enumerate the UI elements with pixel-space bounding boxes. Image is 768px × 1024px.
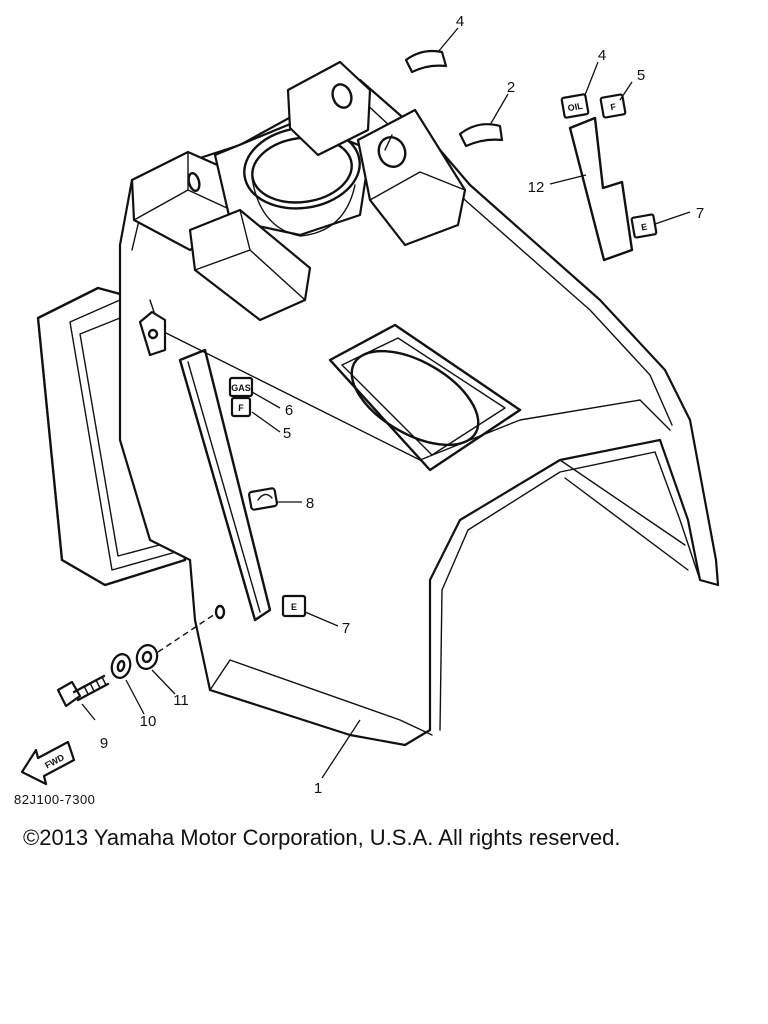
washer-part [110, 653, 132, 679]
assembly-axis-line [157, 613, 216, 653]
callout-4: 4 [598, 47, 606, 64]
grommet-part-2 [458, 123, 504, 148]
callout-2: 2 [507, 79, 515, 96]
gas-decal: GAS [228, 376, 254, 398]
svg-text:E: E [640, 222, 648, 233]
side-channel [178, 348, 272, 622]
tank-opening [328, 323, 522, 472]
fuel-decal-side: F [230, 396, 252, 418]
bolt-part [56, 674, 110, 708]
display-panel [188, 208, 312, 322]
copyright-notice: ©2013 Yamaha Motor Corporation, U.S.A. A… [23, 825, 621, 850]
oil-decal: OIL [560, 93, 590, 119]
callout-12: 12 [528, 179, 545, 196]
nut-part [135, 644, 159, 670]
fuel-decal-upper: F [599, 93, 627, 119]
callout-7-upper: 7 [696, 205, 704, 222]
callout-8: 8 [306, 495, 314, 512]
callout-7-side: 7 [342, 620, 350, 637]
grommet-part-3 [404, 49, 448, 74]
leader-lines [81, 27, 691, 779]
callout-5-side: 5 [283, 425, 291, 442]
svg-text:GAS: GAS [231, 383, 251, 393]
svg-text:F: F [238, 403, 244, 413]
callout-11: 11 [173, 692, 189, 709]
callout-5-upper: 5 [637, 67, 645, 84]
svg-text:F: F [610, 101, 618, 112]
empty-decal-side: E [281, 594, 307, 618]
drawing-code: 82J100-7300 [14, 792, 96, 807]
callout-numbers: 4 2 4 5 12 7 6 5 8 7 9 10 11 1 [100, 13, 704, 797]
empty-decal-upper: E [630, 213, 658, 239]
decal-strip-part [568, 116, 634, 262]
callout-1: 1 [314, 780, 322, 797]
callout-6: 6 [285, 402, 293, 419]
mount-tab [138, 310, 167, 357]
front-direction-arrow-icon: FWD [20, 740, 76, 786]
label-decal-8 [248, 487, 278, 511]
mounting-hole [214, 604, 226, 620]
right-switch-housing [286, 60, 467, 247]
callout-3: 4 [456, 13, 464, 30]
svg-text:E: E [291, 602, 297, 612]
svg-text:OIL: OIL [567, 101, 584, 114]
callout-10: 10 [140, 713, 157, 730]
callout-9: 9 [100, 735, 108, 752]
